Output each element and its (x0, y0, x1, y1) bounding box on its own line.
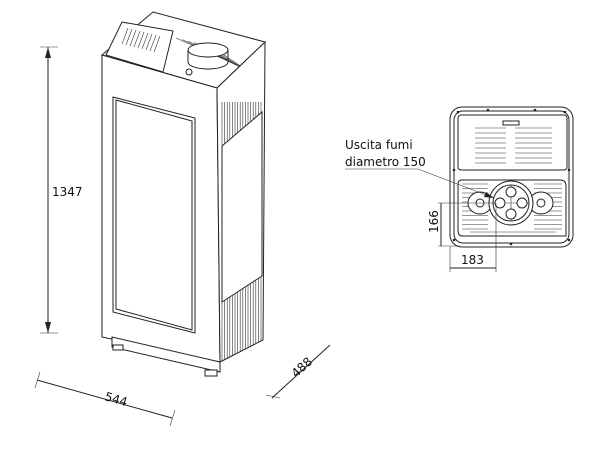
flue-vertical-label: 166 (427, 210, 441, 233)
dimension-width: 544 (34, 371, 176, 427)
top-view-grille-panel (457, 114, 568, 171)
dimension-flue-horizontal: 183 (449, 203, 497, 272)
screw-point (452, 168, 456, 172)
flue-horizontal-label: 183 (461, 253, 484, 267)
width-label: 544 (103, 389, 129, 409)
screw-point (486, 108, 490, 112)
top-knob (185, 68, 193, 76)
stove-foot (204, 369, 218, 377)
screw-point (567, 168, 571, 172)
side-port (536, 198, 546, 208)
screw-point (509, 242, 513, 246)
screw-point (567, 238, 571, 242)
screw-points (452, 108, 571, 246)
stove-door-glass (112, 96, 196, 334)
screw-point (452, 238, 456, 242)
depth-label: 488 (289, 354, 315, 380)
dimension-height: 1347 (40, 46, 83, 334)
screw-point (563, 110, 567, 114)
callout-line1: Uscita fumi (345, 138, 413, 152)
dimension-flue-vertical: 166 (427, 202, 494, 247)
stove-isometric-view (100, 11, 266, 377)
callout-line2: diametro 150 (345, 155, 426, 169)
height-label: 1347 (52, 185, 83, 199)
stove-top-view (449, 106, 574, 248)
flue-collar (187, 42, 229, 58)
side-louvers (221, 102, 262, 361)
screw-point (456, 110, 460, 114)
stove-foot (112, 344, 124, 351)
side-panel (221, 110, 263, 303)
top-grille-panel (105, 21, 174, 73)
top-view-slats (475, 127, 552, 164)
stove-base (111, 336, 221, 373)
flue-callout: Uscita fumi diametro 150 (345, 138, 495, 199)
dimension-depth: 488 (265, 344, 331, 399)
screw-point (533, 108, 537, 112)
